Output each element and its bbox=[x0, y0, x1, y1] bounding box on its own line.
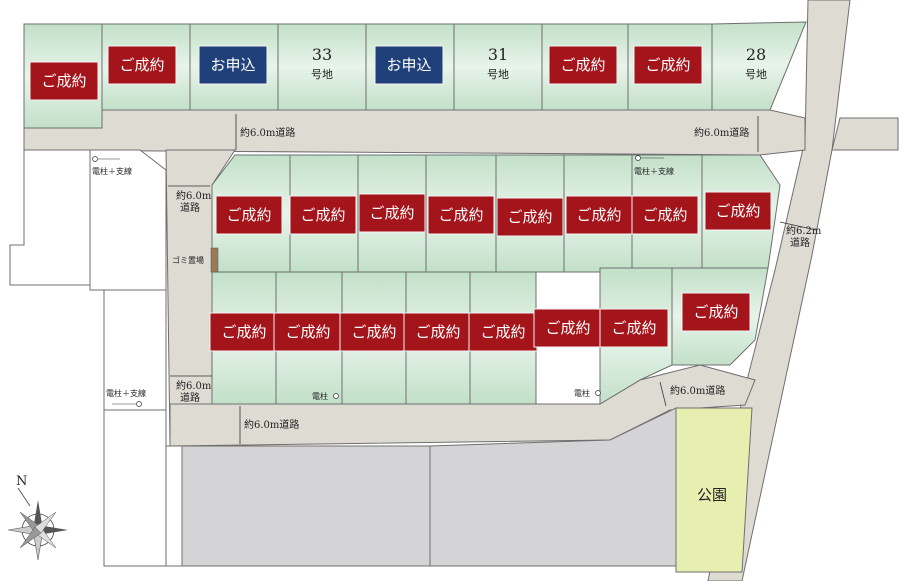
badge-mid-2: ご成約 bbox=[289, 195, 357, 235]
svg-text:ご成約: ご成約 bbox=[415, 323, 460, 341]
badge-bot-3: ご成約 bbox=[339, 312, 409, 352]
svg-text:ご成約: ご成約 bbox=[560, 56, 605, 74]
svg-text:お申込: お申込 bbox=[210, 56, 255, 74]
lot-top-9[interactable] bbox=[711, 21, 807, 111]
road-label-right-1: 約6.2m bbox=[786, 224, 822, 237]
svg-text:電柱＋支線: 電柱＋支線 bbox=[92, 166, 132, 176]
svg-text:ご成約: ご成約 bbox=[480, 323, 525, 341]
road-label-bottom: 約6.0m道路 bbox=[244, 418, 299, 431]
badge-mid-4: ご成約 bbox=[427, 195, 495, 235]
svg-text:ゴミ置場: ゴミ置場 bbox=[172, 255, 204, 265]
pole-top-right: 電柱＋支線 bbox=[634, 155, 674, 176]
svg-text:ご成約: ご成約 bbox=[119, 56, 164, 74]
svg-text:N: N bbox=[16, 474, 27, 489]
svg-text:ご成約: ご成約 bbox=[507, 208, 552, 226]
park-label: 公園 bbox=[697, 486, 727, 504]
badge-top-5: お申込 bbox=[374, 45, 444, 85]
svg-text:電柱＋支線: 電柱＋支線 bbox=[106, 388, 146, 398]
svg-text:ご成約: ご成約 bbox=[715, 202, 760, 220]
badge-bot-1: ご成約 bbox=[209, 312, 279, 352]
svg-text:号地: 号地 bbox=[487, 68, 509, 81]
badge-bot-5: ご成約 bbox=[468, 312, 538, 352]
badge-top-3: お申込 bbox=[198, 45, 268, 85]
lot-top-6[interactable] bbox=[453, 23, 543, 111]
badge-bot-7: ご成約 bbox=[599, 308, 669, 348]
road-label-right-2: 道路 bbox=[790, 236, 810, 249]
svg-text:号地: 号地 bbox=[311, 68, 333, 81]
svg-text:号地: 号地 bbox=[745, 68, 767, 81]
garbage-station: ゴミ置場 bbox=[172, 247, 219, 273]
svg-text:電柱: 電柱 bbox=[574, 388, 590, 398]
svg-text:ご成約: ご成約 bbox=[300, 206, 345, 224]
svg-text:ご成約: ご成約 bbox=[285, 323, 330, 341]
svg-text:ご成約: ご成約 bbox=[642, 206, 687, 224]
svg-text:ご成約: ご成約 bbox=[576, 206, 621, 224]
badge-mid-7: ご成約 bbox=[631, 195, 699, 235]
svg-text:ご成約: ご成約 bbox=[41, 72, 86, 90]
road-label-left-upper-1: 約6.0m bbox=[176, 189, 212, 202]
dim-bottom-right bbox=[659, 381, 667, 407]
badge-top-1: ご成約 bbox=[29, 61, 99, 101]
pole-top-left: 電柱＋支線 bbox=[92, 156, 132, 176]
pole-left-lower: 電柱＋支線 bbox=[106, 388, 146, 407]
badge-top-7: ご成約 bbox=[548, 45, 618, 85]
lot-number-31: 31 号地 bbox=[487, 45, 509, 81]
badge-bot-8: ご成約 bbox=[681, 292, 751, 332]
svg-text:お申込: お申込 bbox=[386, 56, 431, 74]
badge-top-2: ご成約 bbox=[107, 45, 177, 85]
svg-text:ご成約: ご成約 bbox=[693, 303, 738, 321]
svg-text:ご成約: ご成約 bbox=[438, 206, 483, 224]
road-label-bottom-right: 約6.0m道路 bbox=[670, 384, 725, 397]
badge-mid-5: ご成約 bbox=[496, 197, 564, 237]
road-label-left-lower-1: 約6.0m bbox=[176, 379, 212, 392]
road-label-top-right: 約6.0m道路 bbox=[694, 126, 749, 139]
svg-text:電柱: 電柱 bbox=[312, 391, 328, 401]
badge-mid-3: ご成約 bbox=[358, 193, 426, 233]
block-south-1 bbox=[181, 445, 431, 567]
road-north bbox=[23, 109, 806, 156]
road-label-left-lower-2: 道路 bbox=[180, 391, 200, 404]
block-west-mid bbox=[89, 149, 167, 291]
block-west-strip bbox=[165, 445, 183, 567]
dim-right bbox=[779, 221, 817, 231]
road-label-top-left: 約6.0m道路 bbox=[240, 126, 295, 139]
road-east-spur bbox=[831, 117, 899, 151]
lot-top-4[interactable] bbox=[277, 23, 367, 111]
road-label-left-upper-2: 道路 bbox=[180, 201, 200, 214]
badge-mid-1: ご成約 bbox=[215, 195, 283, 235]
svg-text:31: 31 bbox=[488, 45, 508, 64]
svg-text:電柱＋支線: 電柱＋支線 bbox=[634, 166, 674, 176]
block-west-bottom bbox=[103, 409, 167, 567]
svg-text:ご成約: ご成約 bbox=[645, 56, 690, 74]
svg-text:ご成約: ご成約 bbox=[221, 323, 266, 341]
badge-bot-2: ご成約 bbox=[273, 312, 343, 352]
svg-text:ご成約: ご成約 bbox=[369, 204, 414, 222]
svg-text:ご成約: ご成約 bbox=[611, 319, 656, 337]
svg-text:28: 28 bbox=[746, 45, 766, 64]
lot-number-28: 28 号地 bbox=[745, 45, 767, 81]
svg-text:ご成約: ご成約 bbox=[351, 323, 396, 341]
pole-bottom-1: 電柱 bbox=[312, 391, 339, 401]
badge-mid-8: ご成約 bbox=[704, 191, 772, 231]
badge-bot-4: ご成約 bbox=[403, 312, 473, 352]
compass-rose-icon: N bbox=[7, 474, 68, 561]
svg-text:ご成約: ご成約 bbox=[545, 319, 590, 337]
badge-bot-6: ご成約 bbox=[533, 308, 603, 348]
svg-text:ご成約: ご成約 bbox=[226, 206, 271, 224]
pole-bottom-2: 電柱 bbox=[574, 388, 601, 398]
badge-mid-6: ご成約 bbox=[565, 195, 633, 235]
park bbox=[675, 407, 753, 573]
badge-top-8: ご成約 bbox=[633, 45, 703, 85]
svg-text:33: 33 bbox=[312, 45, 332, 64]
lot-number-33: 33 号地 bbox=[311, 45, 333, 81]
block-west-upper bbox=[9, 149, 91, 286]
